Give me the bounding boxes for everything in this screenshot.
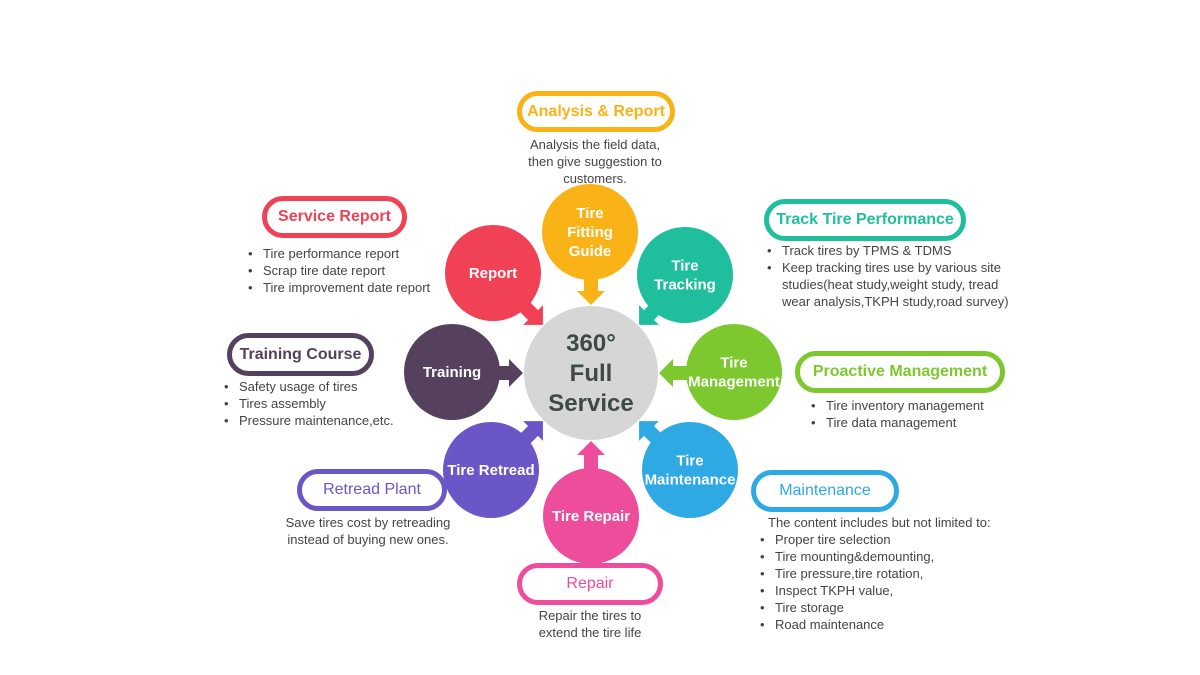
- list-item: Tire pressure,tire rotation,: [757, 565, 997, 582]
- node-label: Guide: [569, 243, 612, 260]
- analysis-report-title: Analysis & Report: [517, 91, 675, 132]
- node-label: Maintenance: [645, 472, 736, 489]
- list-item: Tire inventory management: [808, 397, 1028, 414]
- retread-plant-description: Save tires cost by retreading instead of…: [285, 515, 451, 547]
- node-label: Tire: [720, 355, 747, 372]
- list-item: Keep tracking tires use by various site …: [764, 259, 1026, 310]
- tire-fitting-guide-arrow: [577, 273, 605, 305]
- proactive-management-list: Tire inventory management Tire data mana…: [808, 397, 1028, 431]
- tire-management-arrow: [659, 359, 691, 387]
- repair-title: Repair: [517, 563, 663, 605]
- list-item: Tire data management: [808, 414, 1028, 431]
- list-item: Pressure maintenance,etc.: [221, 412, 441, 429]
- center-label: Full: [570, 360, 613, 387]
- list-item: Track tires by TPMS & TDMS: [764, 242, 1026, 259]
- node-label: Training: [423, 364, 481, 381]
- list-item: Proper tire selection: [757, 531, 997, 548]
- list-item: Tire improvement date report: [245, 279, 465, 296]
- retread-plant-title: Retread Plant: [297, 469, 447, 511]
- service-report-title: Service Report: [262, 196, 407, 238]
- maintenance-intro: The content includes but not limited to:: [768, 515, 991, 530]
- service-report-list: Tire performance report Scrap tire date …: [245, 245, 465, 296]
- list-item: Tires assembly: [221, 395, 441, 412]
- proactive-management-title: Proactive Management: [795, 351, 1005, 393]
- repair-description: Repair the tires to extend the tire life: [538, 608, 642, 640]
- node-tire-retread: Tire Retread: [443, 422, 539, 518]
- list-item: Tire mounting&demounting,: [757, 548, 997, 565]
- track-tire-performance-title: Track Tire Performance: [764, 199, 966, 241]
- training-course-title: Training Course: [227, 333, 374, 376]
- track-tire-performance-list: Track tires by TPMS & TDMS Keep tracking…: [764, 242, 1026, 310]
- training-course-list: Safety usage of tires Tires assembly Pre…: [221, 378, 441, 429]
- node-label: Tracking: [654, 277, 716, 294]
- analysis-report-description: Analysis the field data, then give sugge…: [528, 137, 662, 186]
- node-label: Report: [469, 265, 517, 282]
- maintenance-list: Proper tire selection Tire mounting&demo…: [757, 531, 997, 633]
- center-label: 360°: [566, 330, 616, 357]
- list-item: Safety usage of tires: [221, 378, 441, 395]
- tire-repair-arrow: [577, 441, 605, 473]
- node-label: Tire: [676, 453, 703, 470]
- node-label: Tire Retread: [447, 462, 534, 479]
- node-label: Tire: [671, 258, 698, 275]
- list-item: Tire storage: [757, 599, 997, 616]
- list-item: Road maintenance: [757, 616, 997, 633]
- list-item: Inspect TKPH value,: [757, 582, 997, 599]
- node-tire-repair: Tire Repair: [543, 468, 639, 564]
- list-item: Scrap tire date report: [245, 262, 465, 279]
- list-item: Tire performance report: [245, 245, 465, 262]
- node-label: Tire: [576, 205, 603, 222]
- maintenance-title: Maintenance: [751, 470, 899, 512]
- node-label: Fitting: [567, 224, 613, 241]
- node-label: Tire Repair: [552, 508, 630, 525]
- node-report: Report: [445, 225, 541, 321]
- node-label: Management: [688, 374, 780, 391]
- center-label: Service: [548, 390, 633, 417]
